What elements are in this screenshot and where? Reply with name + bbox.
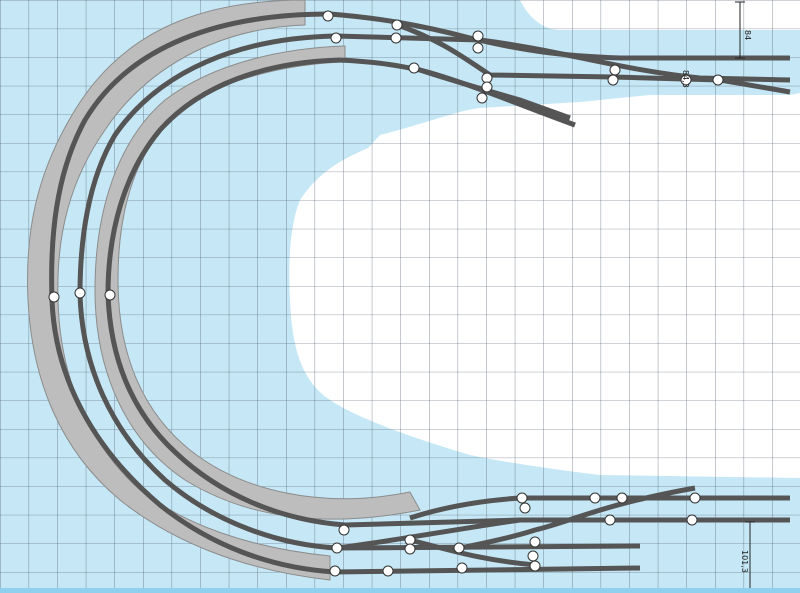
outer-roadbed: [27, 0, 331, 581]
dimension-top-right: 84: [735, 1, 752, 59]
joint-node[interactable]: [472, 30, 484, 42]
joint-node[interactable]: [391, 19, 403, 31]
dimension-bottom-right: 101,3: [740, 521, 755, 593]
joint-node[interactable]: [680, 74, 692, 86]
joint-node[interactable]: [408, 62, 420, 74]
joint-node[interactable]: [104, 289, 116, 301]
joint-node[interactable]: [390, 32, 402, 44]
joint-node[interactable]: [686, 514, 698, 526]
track-bottom-1: [409, 495, 790, 521]
joint-node[interactable]: [48, 291, 60, 303]
joint-node[interactable]: [456, 562, 468, 574]
joint-node[interactable]: [516, 492, 528, 504]
joint-node[interactable]: [609, 64, 621, 76]
joint-node[interactable]: [529, 560, 541, 572]
joint-node[interactable]: [453, 542, 465, 554]
joint-node[interactable]: [74, 287, 86, 299]
joint-node[interactable]: [404, 543, 416, 555]
dimension-label-84: 84: [743, 30, 752, 40]
joint-node[interactable]: [322, 10, 334, 22]
dimension-track-label: 84,3: [681, 70, 690, 88]
joint-node[interactable]: [527, 550, 539, 562]
joint-node[interactable]: [604, 514, 616, 526]
track-top-3: [394, 21, 791, 95]
joint-node[interactable]: [330, 32, 342, 44]
joint-node[interactable]: [331, 542, 343, 554]
joint-node[interactable]: [529, 536, 541, 548]
joint-node[interactable]: [712, 74, 724, 86]
dimension-label-84-3: 84,3: [681, 70, 690, 88]
joint-node[interactable]: [519, 502, 531, 514]
bottom-bar: [0, 588, 800, 593]
track-top-2: [334, 33, 791, 83]
joint-node[interactable]: [589, 492, 601, 504]
track-bottom-4: [459, 485, 696, 551]
joint-node[interactable]: [689, 492, 701, 504]
track-bottom-2: [336, 517, 790, 551]
joint-node[interactable]: [472, 42, 484, 54]
track-top-5: [419, 67, 571, 121]
joint-node[interactable]: [338, 524, 350, 536]
track-joints: [48, 10, 724, 577]
joint-node[interactable]: [476, 92, 488, 104]
track-bottom-3: [409, 537, 536, 568]
dimension-label-101-3: 101,3: [740, 550, 749, 573]
joint-node[interactable]: [607, 74, 619, 86]
joint-node[interactable]: [382, 565, 394, 577]
joint-node[interactable]: [329, 565, 341, 577]
joint-node[interactable]: [481, 81, 493, 93]
joint-node[interactable]: [616, 492, 628, 504]
